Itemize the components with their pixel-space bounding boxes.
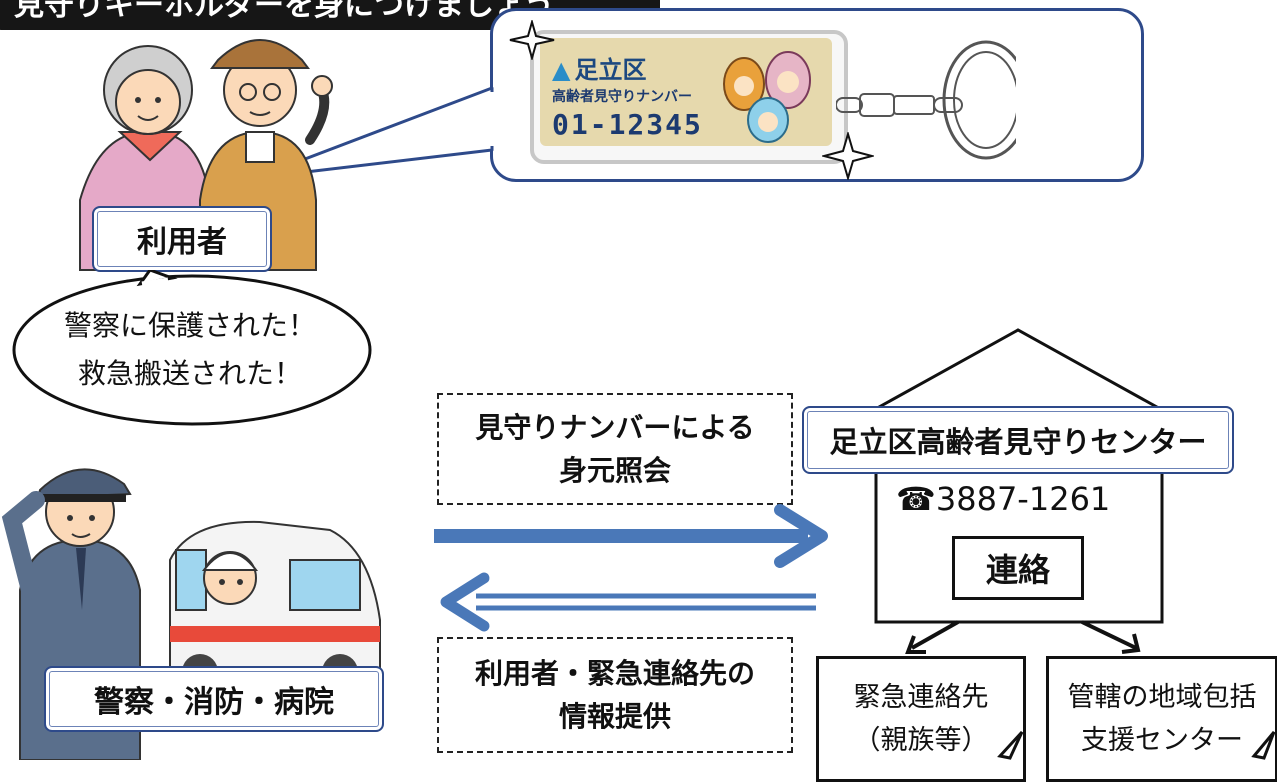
page-curl-icon xyxy=(997,730,1024,760)
inquiry-box: 見守りナンバーによる 身元照会 xyxy=(437,393,793,505)
responders-label-text: 警察・消防・病院 xyxy=(94,685,334,720)
speech-line-2: 救急搬送された！ xyxy=(77,357,302,390)
center-name: 足立区高齢者見守りセンター xyxy=(829,425,1207,459)
ward-logo-icon: ▲ xyxy=(552,56,571,84)
keyring-icon xyxy=(836,40,1016,160)
center-phone: ☎3887-1261 xyxy=(896,480,1111,518)
banner-text: 見守りキーホルダーを身につけましょう xyxy=(14,0,554,23)
contact-text: 連絡 xyxy=(985,551,1050,589)
sparkle-icon xyxy=(509,20,555,60)
emergency-contact-doc: 緊急連絡先 （親族等） xyxy=(816,656,1026,782)
tag-number: 01-12345 xyxy=(552,108,703,141)
user-label: 利用者 xyxy=(92,206,272,272)
responders-label: 警察・消防・病院 xyxy=(44,666,384,732)
info-provision-box: 利用者・緊急連絡先の 情報提供 xyxy=(437,637,793,753)
tag-subtitle: 高齢者見守りナンバー xyxy=(552,89,692,105)
center-name-box: 足立区高齢者見守りセンター xyxy=(802,406,1234,474)
emergency-contact-line-1: 緊急連絡先 xyxy=(853,681,989,713)
contact-box: 連絡 xyxy=(952,536,1084,600)
speech-bubble xyxy=(12,270,372,426)
speech-text: 警察に保護された！ 救急搬送された！ xyxy=(40,300,340,400)
keyholder-tag: ▲足立区 高齢者見守りナンバー 01-12345 xyxy=(540,38,832,146)
support-center-line-1: 管轄の地域包括 xyxy=(1067,681,1257,713)
user-label-text: 利用者 xyxy=(137,225,227,260)
callout-pointer xyxy=(253,86,495,180)
sparkle-icon xyxy=(822,132,874,180)
inquiry-line-1: 見守りナンバーによる xyxy=(475,410,755,444)
support-center-line-2: 支援センター xyxy=(1081,725,1243,756)
speech-line-1: 警察に保護された！ xyxy=(63,309,316,343)
support-center-doc: 管轄の地域包括 支援センター xyxy=(1046,656,1277,782)
emergency-contact-line-2: （親族等） xyxy=(853,725,989,756)
center-house-outline xyxy=(815,328,1221,654)
flow-arrows xyxy=(434,504,828,632)
elderly-couple-illustration xyxy=(79,39,333,271)
mascot-illustration xyxy=(723,51,811,143)
page-curl-icon xyxy=(1251,731,1276,760)
info-line-2: 情報提供 xyxy=(558,700,671,733)
tag-logo: ▲足立区 xyxy=(552,56,647,84)
info-line-1: 利用者・緊急連絡先の xyxy=(474,656,755,690)
inquiry-line-2: 身元照会 xyxy=(558,454,671,487)
